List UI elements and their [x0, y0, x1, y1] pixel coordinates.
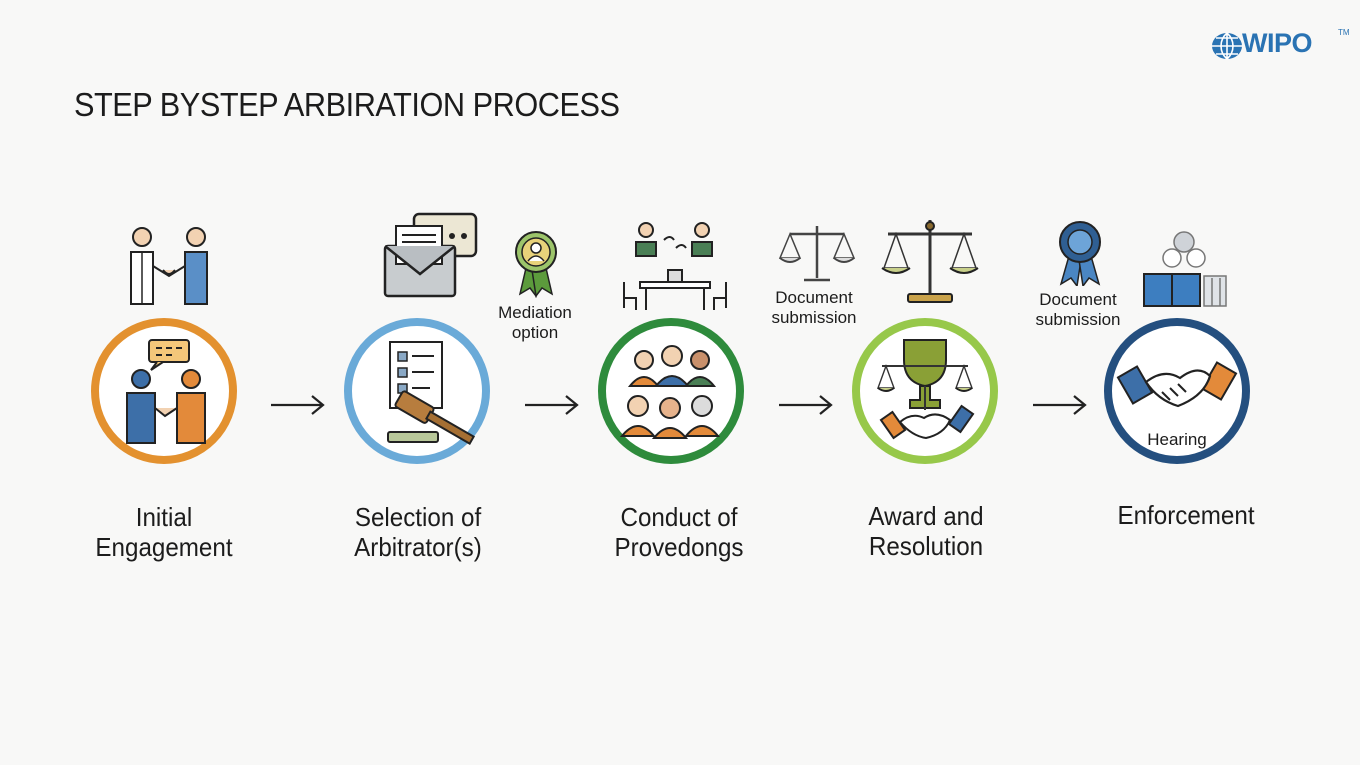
step-label-line-1: Enforcement: [1117, 500, 1255, 530]
mediation-line-2: option: [511, 323, 559, 342]
step-label-line-2: Arbitrator(s): [354, 532, 482, 562]
brand-trademark: TM: [1338, 28, 1350, 37]
hearing-label: Hearing: [1147, 430, 1207, 449]
step-label-line-1: Award and: [868, 501, 984, 531]
step-label-line-2: Provedongs: [614, 532, 744, 562]
arrow-right-icon: [525, 395, 579, 415]
trophy-scales-icon: [877, 339, 975, 440]
step-conduct-label: Conduct of Provedongs: [567, 502, 790, 562]
envelope-chat-icon: [383, 212, 478, 298]
gavel-document-icon: [387, 341, 476, 445]
arrow-right-icon: [779, 395, 833, 415]
page-title: STEP BYSTEP ARBIRATION PROCESS: [74, 86, 620, 123]
step-initial-engagement-circle: [91, 318, 237, 464]
mediation-option-label: Mediation option: [465, 303, 605, 343]
step-initial-engagement-label: Initial Engagement: [52, 502, 275, 562]
mediation-line-1: Mediation: [498, 303, 572, 322]
step-selection-circle: [344, 318, 490, 464]
handshake-icon: [1116, 361, 1238, 408]
doc-submission-line-2: submission: [1035, 310, 1121, 329]
balance-scales-icon: [881, 220, 979, 303]
document-submission-label: Document submission: [744, 288, 884, 328]
meeting-table-icon: [623, 222, 727, 310]
step-conduct-circle: [598, 318, 744, 464]
step-label-line-1: Selection of: [354, 502, 482, 532]
doc-submission-line-1: Document: [1039, 290, 1117, 309]
step-award-label: Award and Resolution: [814, 501, 1037, 561]
doc-submission-line-1: Document: [775, 288, 853, 307]
meeting-handshake-icon: [126, 339, 206, 444]
step-enforcement-circle: Hearing: [1104, 318, 1250, 464]
scales-icon: [778, 226, 856, 282]
mediation-badge-icon: [515, 231, 557, 298]
step-label-line-2: Engagement: [95, 532, 233, 562]
step-enforcement-label: Enforcement: [1074, 500, 1297, 530]
step-award-circle: [852, 318, 998, 464]
award-ribbon-icon: [1059, 221, 1101, 286]
step-label-line-2: Resolution: [868, 531, 984, 561]
step-label-line-1: Initial: [135, 502, 193, 532]
globe-icon: [1212, 32, 1242, 60]
arrow-right-icon: [1033, 395, 1087, 415]
document-submission-label-2: Document submission: [1008, 290, 1148, 330]
handshake-people-icon: [130, 227, 208, 305]
step-selection-label: Selection of Arbitrator(s): [306, 502, 529, 562]
doc-submission-line-2: submission: [771, 308, 857, 327]
group-people-icon: [619, 345, 721, 439]
step-label-line-1: Conduct of: [620, 502, 738, 532]
brand-name: WIPO: [1242, 28, 1313, 58]
arrow-right-icon: [271, 395, 325, 415]
people-reading-icon: [1143, 231, 1227, 307]
wipo-logo: WIPO TM: [1210, 24, 1360, 64]
